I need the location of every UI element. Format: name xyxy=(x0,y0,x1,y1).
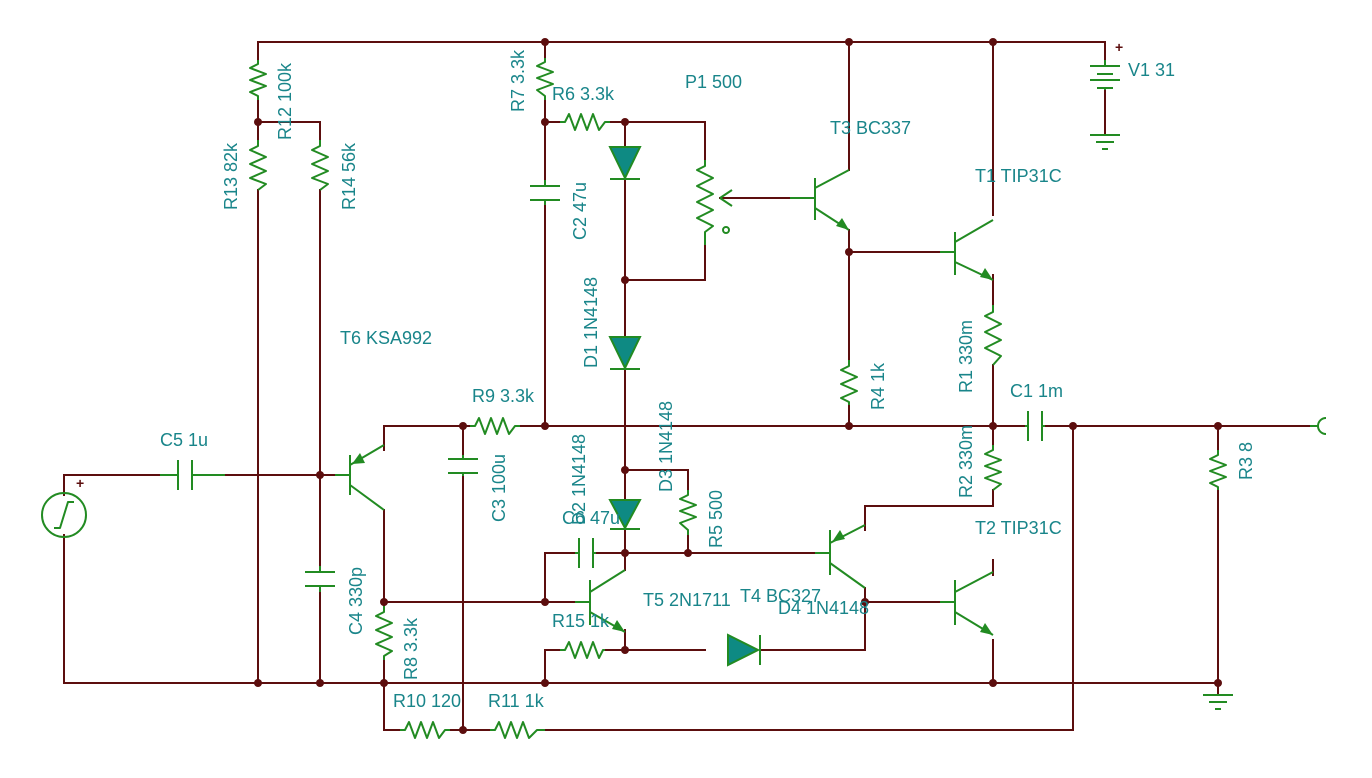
capacitor-c5 xyxy=(160,460,225,490)
transistors xyxy=(335,169,994,636)
potentiometer-p1 xyxy=(696,160,733,245)
resistor-r12 xyxy=(249,60,267,100)
label-t3: T3 BC337 xyxy=(830,118,911,138)
diode-top xyxy=(608,146,642,181)
diode-d1 xyxy=(608,336,642,371)
label-r10: R10 120 xyxy=(393,691,461,711)
resistor-r4 xyxy=(840,360,858,405)
label-r13: R13 82k xyxy=(221,142,241,210)
resistors xyxy=(249,58,1227,739)
resistor-r1 xyxy=(984,305,1002,366)
label-d4: D4 1N4148 xyxy=(778,598,869,618)
label-r12: R12 100k xyxy=(275,62,295,140)
label-d2: D2 1N4148 xyxy=(569,434,589,525)
capacitors xyxy=(160,180,1045,592)
label-r9: R9 3.3k xyxy=(472,386,535,406)
resistor-r8 xyxy=(375,606,393,660)
resistor-r14 xyxy=(311,140,329,191)
wires xyxy=(63,41,1311,731)
voltage-source-vg1: + xyxy=(41,475,87,538)
label-r15: R15 1k xyxy=(552,611,610,631)
svg-text:+: + xyxy=(1115,39,1123,55)
label-r2: R2 330m xyxy=(956,425,976,498)
transistor-t4 xyxy=(815,524,866,589)
resistor-r7 xyxy=(536,58,554,100)
resistor-r2 xyxy=(984,445,1002,491)
label-c6: C6 47u xyxy=(562,508,620,528)
label-r4: R4 1k xyxy=(868,362,888,410)
label-d1: D1 1N4148 xyxy=(581,277,601,368)
transistor-t5 xyxy=(575,569,626,633)
label-c5: C5 1u xyxy=(160,430,208,450)
label-p1: P1 500 xyxy=(685,72,742,92)
label-r5: R5 500 xyxy=(706,490,726,548)
label-r11: R11 1k xyxy=(488,691,545,711)
diodes xyxy=(608,146,761,667)
capacitor-c4 xyxy=(305,566,335,592)
resistor-r9 xyxy=(470,417,520,435)
output-terminal-vf1 xyxy=(1310,417,1327,435)
capacitor-c1 xyxy=(1025,411,1045,441)
diode-d2 xyxy=(608,499,642,531)
resistor-r13 xyxy=(249,140,267,191)
label-r3: R3 8 xyxy=(1236,442,1256,480)
capacitor-c2 xyxy=(530,180,560,205)
label-r6: R6 3.3k xyxy=(552,84,615,104)
label-r14: R14 56k xyxy=(339,142,359,210)
label-d3: D3 1N4148 xyxy=(656,401,676,492)
battery-v1: + xyxy=(1090,39,1123,90)
diode-d4 xyxy=(727,633,761,667)
resistor-r15 xyxy=(560,641,605,659)
label-r7: R7 3.3k xyxy=(508,49,528,112)
label-c3: C3 100u xyxy=(489,454,509,522)
label-t2: T2 TIP31C xyxy=(975,518,1062,538)
label-r1: R1 330m xyxy=(956,320,976,393)
resistor-r5 xyxy=(679,490,697,535)
label-r8: R8 3.3k xyxy=(401,617,421,680)
resistor-r3 xyxy=(1209,450,1227,490)
junction-dots xyxy=(254,38,1222,734)
label-v1: V1 31 xyxy=(1128,60,1175,80)
capacitor-c3 xyxy=(448,455,478,476)
transistor-t3 xyxy=(790,169,850,231)
resistor-r10 xyxy=(400,721,450,739)
label-t5: T5 2N1711 xyxy=(643,590,731,610)
labels: V1 31 P1 500 T3 BC337 T1 TIP31C T6 KSA99… xyxy=(160,49,1256,711)
resistor-r6 xyxy=(560,113,610,131)
label-t1: T1 TIP31C xyxy=(975,166,1062,186)
label-t4: T4 BC327 xyxy=(740,586,821,606)
label-t6: T6 KSA992 xyxy=(340,328,432,348)
transistor-t1 xyxy=(940,219,994,281)
label-c4: C4 330p xyxy=(346,567,366,635)
transistor-t2 xyxy=(940,571,994,636)
label-c1: C1 1m xyxy=(1010,381,1063,401)
capacitor-c6 xyxy=(575,538,596,568)
svg-text:+: + xyxy=(76,475,84,491)
label-c2: C2 47u xyxy=(570,182,590,240)
resistor-r11 xyxy=(490,721,545,739)
ground-symbols xyxy=(1090,134,1233,710)
transistor-t6 xyxy=(335,444,385,511)
